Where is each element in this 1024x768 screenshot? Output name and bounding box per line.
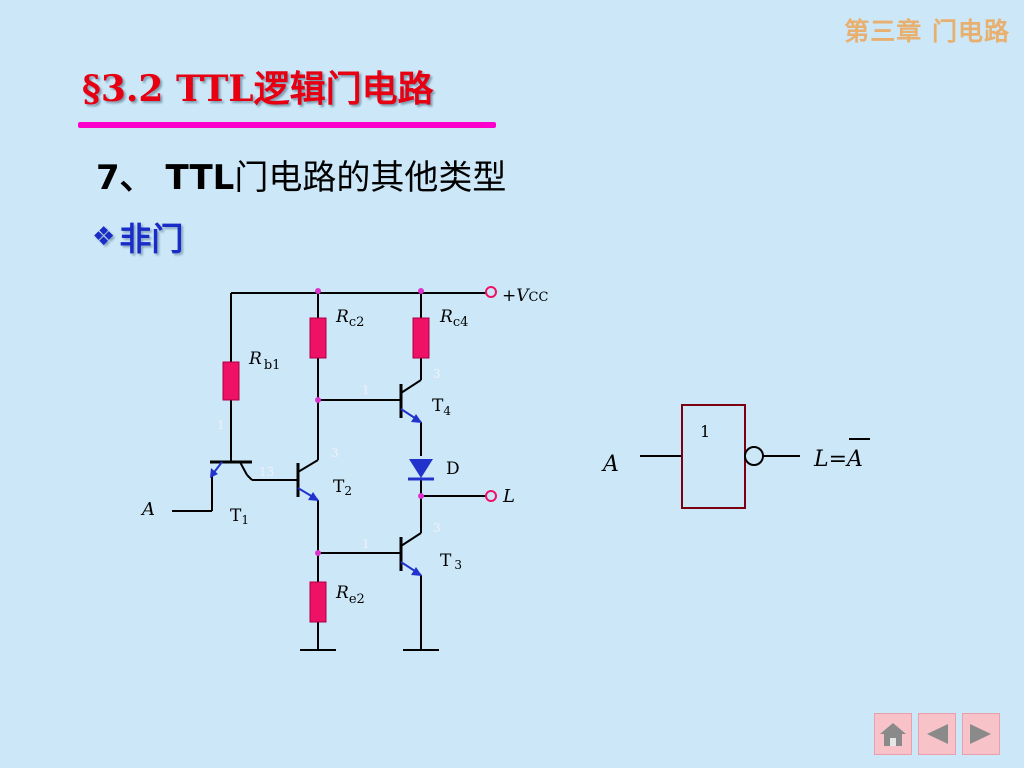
slide-navigation (874, 713, 1000, 755)
home-button[interactable] (874, 713, 912, 755)
resistor-rc2 (309, 317, 327, 359)
gate-box (681, 404, 746, 509)
transistor-t4 (385, 379, 422, 423)
previous-button[interactable] (918, 713, 956, 755)
svg-text:3: 3 (433, 521, 441, 535)
svg-text:13: 13 (259, 465, 274, 479)
diode-label: D (446, 459, 460, 479)
vcc-terminal (485, 286, 497, 298)
triangle-left-icon (927, 724, 948, 744)
vcc-label: +VCC (502, 286, 548, 306)
inversion-bubble (744, 446, 764, 466)
section-subheading: 7、 TTL门电路的其他类型 (96, 150, 506, 199)
home-icon (880, 723, 906, 746)
circuit-output-label: L (502, 486, 515, 507)
output-terminal (485, 490, 497, 502)
transistor-t2 (296, 459, 319, 501)
t1-label: T1 (230, 506, 249, 527)
t2-label: T2 (333, 477, 352, 498)
svg-text:1: 1 (362, 383, 370, 397)
gate-input-label: A (601, 452, 619, 477)
resistor-re2 (309, 581, 327, 623)
next-button[interactable] (962, 713, 1000, 755)
rc2-label: Rc2 (335, 307, 364, 330)
svg-text:3: 3 (433, 367, 441, 381)
transistor-t1 (210, 442, 252, 478)
triangle-right-icon (970, 724, 991, 744)
gate-label: 1 (700, 422, 710, 441)
subheading-text: 门电路的其他类型 (234, 158, 507, 198)
svg-text:3: 3 (331, 446, 339, 460)
rc4-label: Rc4 (439, 307, 468, 330)
circuit-wires (172, 292, 486, 651)
bullet-label: 非门 (119, 220, 184, 258)
resistors (222, 317, 430, 623)
chapter-label: 第三章 门电路 (844, 17, 1010, 46)
resistor-rb1 (222, 361, 240, 401)
title-underline (78, 122, 496, 128)
diamond-bullet-icon: ❖ (92, 222, 116, 252)
junction-dots (315, 288, 424, 556)
svg-text:1: 1 (217, 418, 225, 432)
circuit-input-label: A (140, 499, 155, 520)
transistor-t3 (385, 532, 422, 576)
not-gate-symbol (640, 404, 870, 509)
bullet-item: ❖ 非门 (92, 214, 183, 260)
resistor-rc4 (412, 317, 430, 359)
pin-numbers: 1 13 3 1 3 1 3 (217, 367, 441, 551)
gate-output-expression: L=A (813, 447, 863, 472)
t4-label: T4 (432, 396, 451, 418)
page-title: §3.2 TTL逻辑门电路 (82, 68, 434, 110)
subheading-number: 7、 TTL (96, 158, 235, 198)
diode-d (408, 459, 434, 481)
svg-text:1: 1 (362, 537, 370, 551)
re2-label: Re2 (335, 583, 365, 607)
